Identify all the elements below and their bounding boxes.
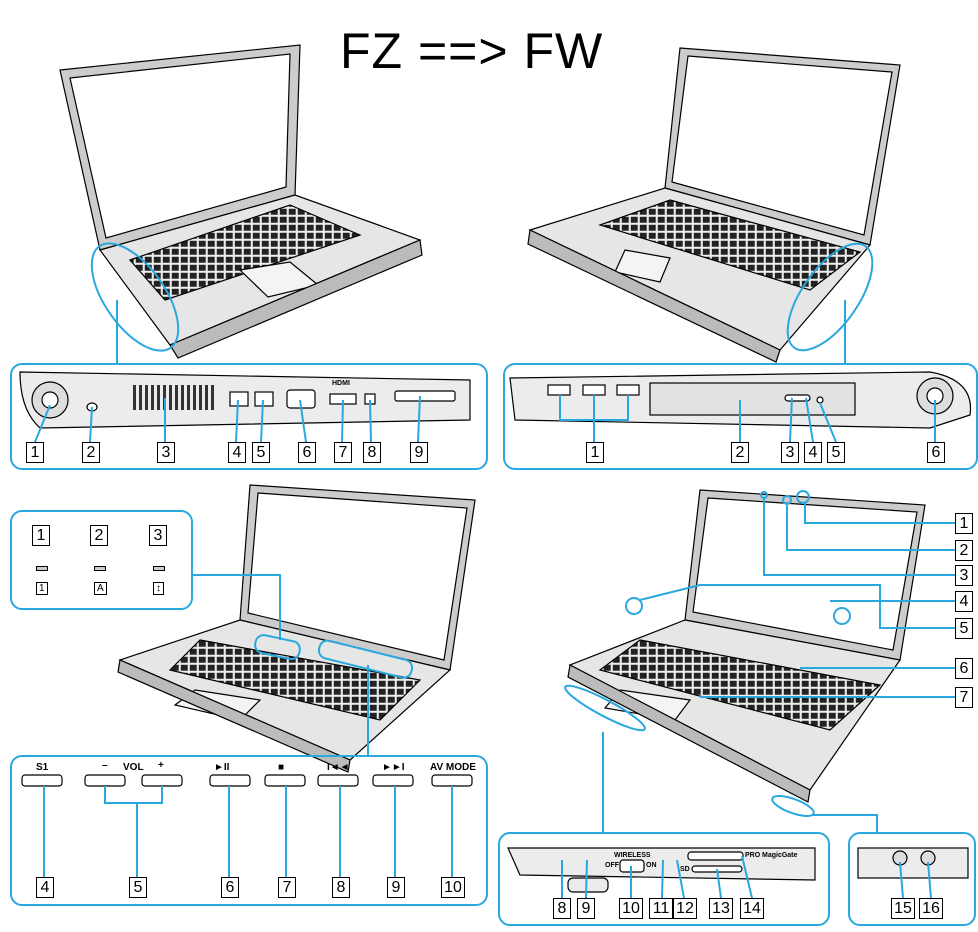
callout: 4: [36, 877, 54, 898]
indicator-panel: [10, 510, 193, 610]
callout: 15: [891, 898, 915, 919]
front-edge-view: [507, 847, 969, 893]
callout: 8: [553, 898, 571, 919]
off-label: OFF: [605, 862, 619, 869]
callout: 9: [387, 877, 405, 898]
callout: 2: [955, 540, 973, 561]
callout: 7: [278, 877, 296, 898]
callout: 5: [252, 442, 270, 463]
callout: 11: [649, 898, 673, 919]
num-lock-icon: 1: [36, 582, 48, 595]
callout: 10: [441, 877, 465, 898]
callout: 6: [298, 442, 316, 463]
callout: 14: [740, 898, 764, 919]
buttons-panel: [10, 755, 488, 906]
callout: 1: [586, 442, 604, 463]
callout: 3: [149, 525, 167, 546]
callout: 13: [709, 898, 733, 919]
caps-lock-led: [94, 566, 106, 571]
callout: 3: [781, 442, 799, 463]
callout: 5: [827, 442, 845, 463]
callout: 4: [228, 442, 246, 463]
laptop-middle-right: [567, 489, 926, 803]
callout: 2: [731, 442, 749, 463]
callout: 9: [577, 898, 595, 919]
scroll-lock-led: [153, 566, 165, 571]
callout: 8: [332, 877, 350, 898]
callout: 4: [804, 442, 822, 463]
stop-label: ■: [278, 762, 285, 773]
vol-plus-label: +: [158, 760, 164, 771]
callout: 3: [157, 442, 175, 463]
callout: 2: [90, 525, 108, 546]
hdmi-label: HDMI: [332, 380, 350, 387]
callout: 1: [955, 513, 973, 534]
vol-minus-label: –: [102, 760, 108, 771]
on-label: ON: [646, 862, 657, 869]
vol-label: VOL: [123, 762, 144, 773]
wireless-label: WIRELESS: [614, 852, 651, 859]
callout: 3: [955, 565, 973, 586]
next-label: ►►I: [382, 762, 405, 773]
play-pause-label: ►II: [214, 762, 230, 773]
callout: 1: [26, 442, 44, 463]
av-mode-label: AV MODE: [430, 762, 476, 773]
callout: 12: [673, 898, 697, 919]
caps-lock-icon: A: [94, 582, 107, 595]
callout: 16: [919, 898, 943, 919]
num-lock-led: [36, 566, 48, 571]
laptop-top-left: [59, 44, 423, 359]
left-side-view: [19, 371, 471, 429]
magicgate-label: MagicGate: [762, 852, 798, 859]
callout: 7: [334, 442, 352, 463]
callout: 9: [410, 442, 428, 463]
page-title: FZ ==> FW: [340, 23, 604, 79]
front-edge-panel: [498, 832, 830, 926]
scroll-lock-icon: ↕: [153, 582, 164, 595]
callout: 6: [927, 442, 945, 463]
left-side-panel: [10, 363, 488, 470]
callout: 1: [32, 525, 50, 546]
callout: 6: [221, 877, 239, 898]
callout: 8: [363, 442, 381, 463]
pro-label: PRO: [745, 852, 761, 859]
right-side-panel: [503, 363, 978, 470]
audio-panel: [848, 832, 976, 926]
callout: 5: [955, 618, 973, 639]
callout: 7: [955, 687, 973, 708]
callout: 2: [82, 442, 100, 463]
s1-label: S1: [36, 762, 49, 773]
callout: 5: [129, 877, 147, 898]
callout: 10: [619, 898, 643, 919]
previous-label: I◄◄: [327, 762, 350, 773]
sd-label: SD: [680, 866, 690, 873]
media-buttons-strip: [21, 774, 473, 787]
laptop-top-right: [527, 47, 901, 363]
callout: 4: [955, 591, 973, 612]
callout: 6: [955, 658, 973, 679]
